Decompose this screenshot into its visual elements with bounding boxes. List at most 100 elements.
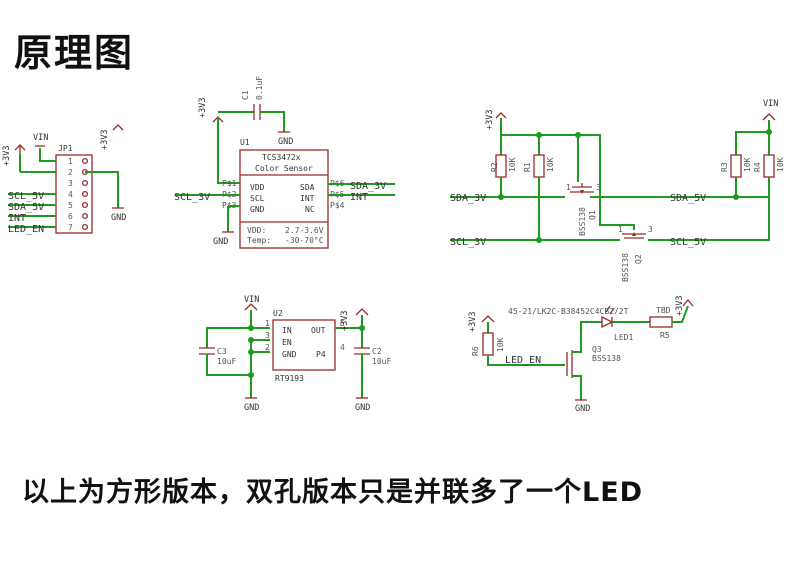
shifter-supply-right: VIN bbox=[763, 99, 778, 109]
shifter-supply-left: +3V3 bbox=[485, 110, 495, 130]
sensor-pad-4: P$4 bbox=[330, 201, 345, 210]
regulator-body bbox=[272, 319, 336, 371]
sensor-temp-label: Temp: bbox=[247, 236, 271, 245]
shifter-net-right-scl: SCL_5V bbox=[670, 237, 706, 248]
resistor-r6 bbox=[482, 332, 494, 356]
reg-pin-num-3: 3 bbox=[265, 331, 270, 340]
connector-power-right: +3V3 bbox=[100, 130, 110, 150]
sensor-ref: U1 bbox=[240, 138, 250, 147]
connector-power-left: +3V3 bbox=[2, 146, 12, 166]
reg-pin-out: OUT bbox=[311, 326, 326, 335]
sensor-pin-gnd: GND bbox=[250, 205, 265, 214]
r4-ref: R4 bbox=[753, 162, 762, 172]
page-title: 原理图 bbox=[14, 31, 135, 75]
sensor-net-int: INT bbox=[350, 192, 368, 203]
sensor-pin-nc: NC bbox=[305, 205, 315, 214]
sensor-pin-scl: SCL bbox=[250, 194, 265, 203]
sensor-pin-vdd: VDD bbox=[250, 183, 265, 192]
sensor-subtitle: Color Sensor bbox=[255, 164, 313, 173]
sensor-gnd-label: GND bbox=[213, 237, 228, 247]
led-part: 45-21/LK2C-B38452C4CB2/2T bbox=[508, 307, 629, 316]
sensor-pad-1: P$1 bbox=[222, 179, 237, 188]
c3-ref: C3 bbox=[217, 347, 227, 356]
reg-pin-p4: P4 bbox=[316, 350, 326, 359]
sensor-pin-sda: SDA bbox=[300, 183, 315, 192]
q1-pin-1: 1 bbox=[566, 183, 571, 192]
r3-value: 10K bbox=[743, 157, 752, 172]
reg-gnd-right: GND bbox=[355, 403, 370, 413]
reg-gnd-left: GND bbox=[244, 403, 259, 413]
resistor-r4 bbox=[763, 154, 775, 178]
reg-pin-num-2: 2 bbox=[265, 343, 270, 352]
r6-value: 10K bbox=[496, 337, 505, 352]
shifter-net-right-sda: SDA_5V bbox=[670, 193, 706, 204]
sensor-name: TCS3472x bbox=[262, 153, 301, 162]
sensor-body bbox=[239, 149, 329, 249]
sensor-pin-int: INT bbox=[300, 194, 315, 203]
led-en-net: LED_EN bbox=[505, 355, 541, 366]
connector-pin-3: 3 bbox=[68, 179, 73, 188]
connector-signal-labels: SCL_5V SDA_5V INT LED_EN bbox=[8, 191, 44, 235]
connector-body bbox=[55, 154, 93, 234]
q2-pin-1: 1 bbox=[618, 225, 623, 234]
c2-ref: C2 bbox=[372, 347, 382, 356]
connector-pin-7: 7 bbox=[68, 223, 73, 232]
led-supply-right: +3V3 bbox=[675, 296, 685, 316]
reg-pin-in: IN bbox=[282, 326, 292, 335]
resistor-r5 bbox=[649, 316, 673, 328]
led-ref: LED1 bbox=[614, 333, 633, 342]
connector-ref: JP1 bbox=[58, 144, 73, 153]
level-shifter: +3V3 R2 10K R1 10K SDA_3V SDA_5V 1 3 BSS… bbox=[450, 99, 785, 282]
shifter-net-left-scl: SCL_3V bbox=[450, 237, 486, 248]
connector-pin-4: 4 bbox=[68, 190, 73, 199]
r6-ref: R6 bbox=[471, 346, 480, 356]
regulator-ref: U2 bbox=[273, 309, 283, 318]
reg-pin-gnd: GND bbox=[282, 350, 297, 359]
signal-int: INT bbox=[8, 213, 26, 224]
connector-pin-2: 2 bbox=[68, 168, 73, 177]
q3-part: BSS138 bbox=[592, 354, 621, 363]
signal-sda-5v: SDA_5V bbox=[8, 202, 44, 213]
r2-ref: R2 bbox=[490, 162, 499, 172]
signal-led-en: LED_EN bbox=[8, 224, 44, 235]
signal-scl-5v: SCL_5V bbox=[8, 191, 44, 202]
cap-gnd-label: GND bbox=[278, 137, 293, 147]
connector-gnd-label: GND bbox=[111, 213, 126, 223]
r1-ref: R1 bbox=[523, 162, 532, 172]
reg-pin-en: EN bbox=[282, 338, 292, 347]
connector-jp1: JP1 1 2 3 4 5 6 7 VIN +3V3 +3V3 bbox=[2, 124, 126, 235]
resistor-r1 bbox=[533, 154, 545, 178]
q2-part: BSS138 bbox=[621, 253, 630, 282]
led-driver: +3V3 R6 10K LED_EN GND Q3 BSS138 LED1 45… bbox=[468, 296, 694, 414]
led-supply-label: +3V3 bbox=[468, 312, 478, 332]
regulator-part: RT9193 bbox=[275, 374, 304, 383]
shifter-net-left-sda: SDA_3V bbox=[450, 193, 486, 204]
sensor-u1: +3V3 GND C1 0.1uF U1 TCS3472x Color Sens… bbox=[174, 76, 395, 249]
cap-value: 0.1uF bbox=[255, 76, 264, 100]
led-gnd-label: GND bbox=[575, 404, 590, 414]
connector-pin-1: 1 bbox=[68, 157, 73, 166]
r4-value: 10K bbox=[776, 157, 785, 172]
q3-ref: Q3 bbox=[592, 345, 602, 354]
sensor-temp-value: -30-70°C bbox=[285, 236, 324, 245]
connector-pin-circles bbox=[81, 157, 89, 231]
reg-pin-num-5: 5 bbox=[340, 319, 345, 328]
r3-ref: R3 bbox=[720, 162, 729, 172]
connector-pin-numbers: 1 2 3 4 5 6 7 bbox=[68, 157, 73, 232]
q2-ref: Q2 bbox=[634, 254, 643, 264]
c3-value: 10uF bbox=[217, 357, 236, 366]
reg-vin-label: VIN bbox=[244, 295, 259, 305]
sensor-net-sda: SDA_3V bbox=[350, 181, 386, 192]
sensor-vdd-value: 2.7-3.6V bbox=[285, 226, 324, 235]
sensor-vdd-label: VDD: bbox=[247, 226, 266, 235]
reg-pin-num-4: 4 bbox=[340, 343, 345, 352]
r2-value: 10K bbox=[508, 157, 517, 172]
connector-pin-5: 5 bbox=[68, 201, 73, 210]
sensor-supply-label: +3V3 bbox=[198, 98, 208, 118]
q1-ref: Q1 bbox=[588, 210, 597, 220]
r1-value: 10K bbox=[546, 157, 555, 172]
sensor-net-scl: SCL_3V bbox=[174, 192, 210, 203]
q1-part: BSS138 bbox=[578, 207, 587, 236]
connector-pin-6: 6 bbox=[68, 212, 73, 221]
